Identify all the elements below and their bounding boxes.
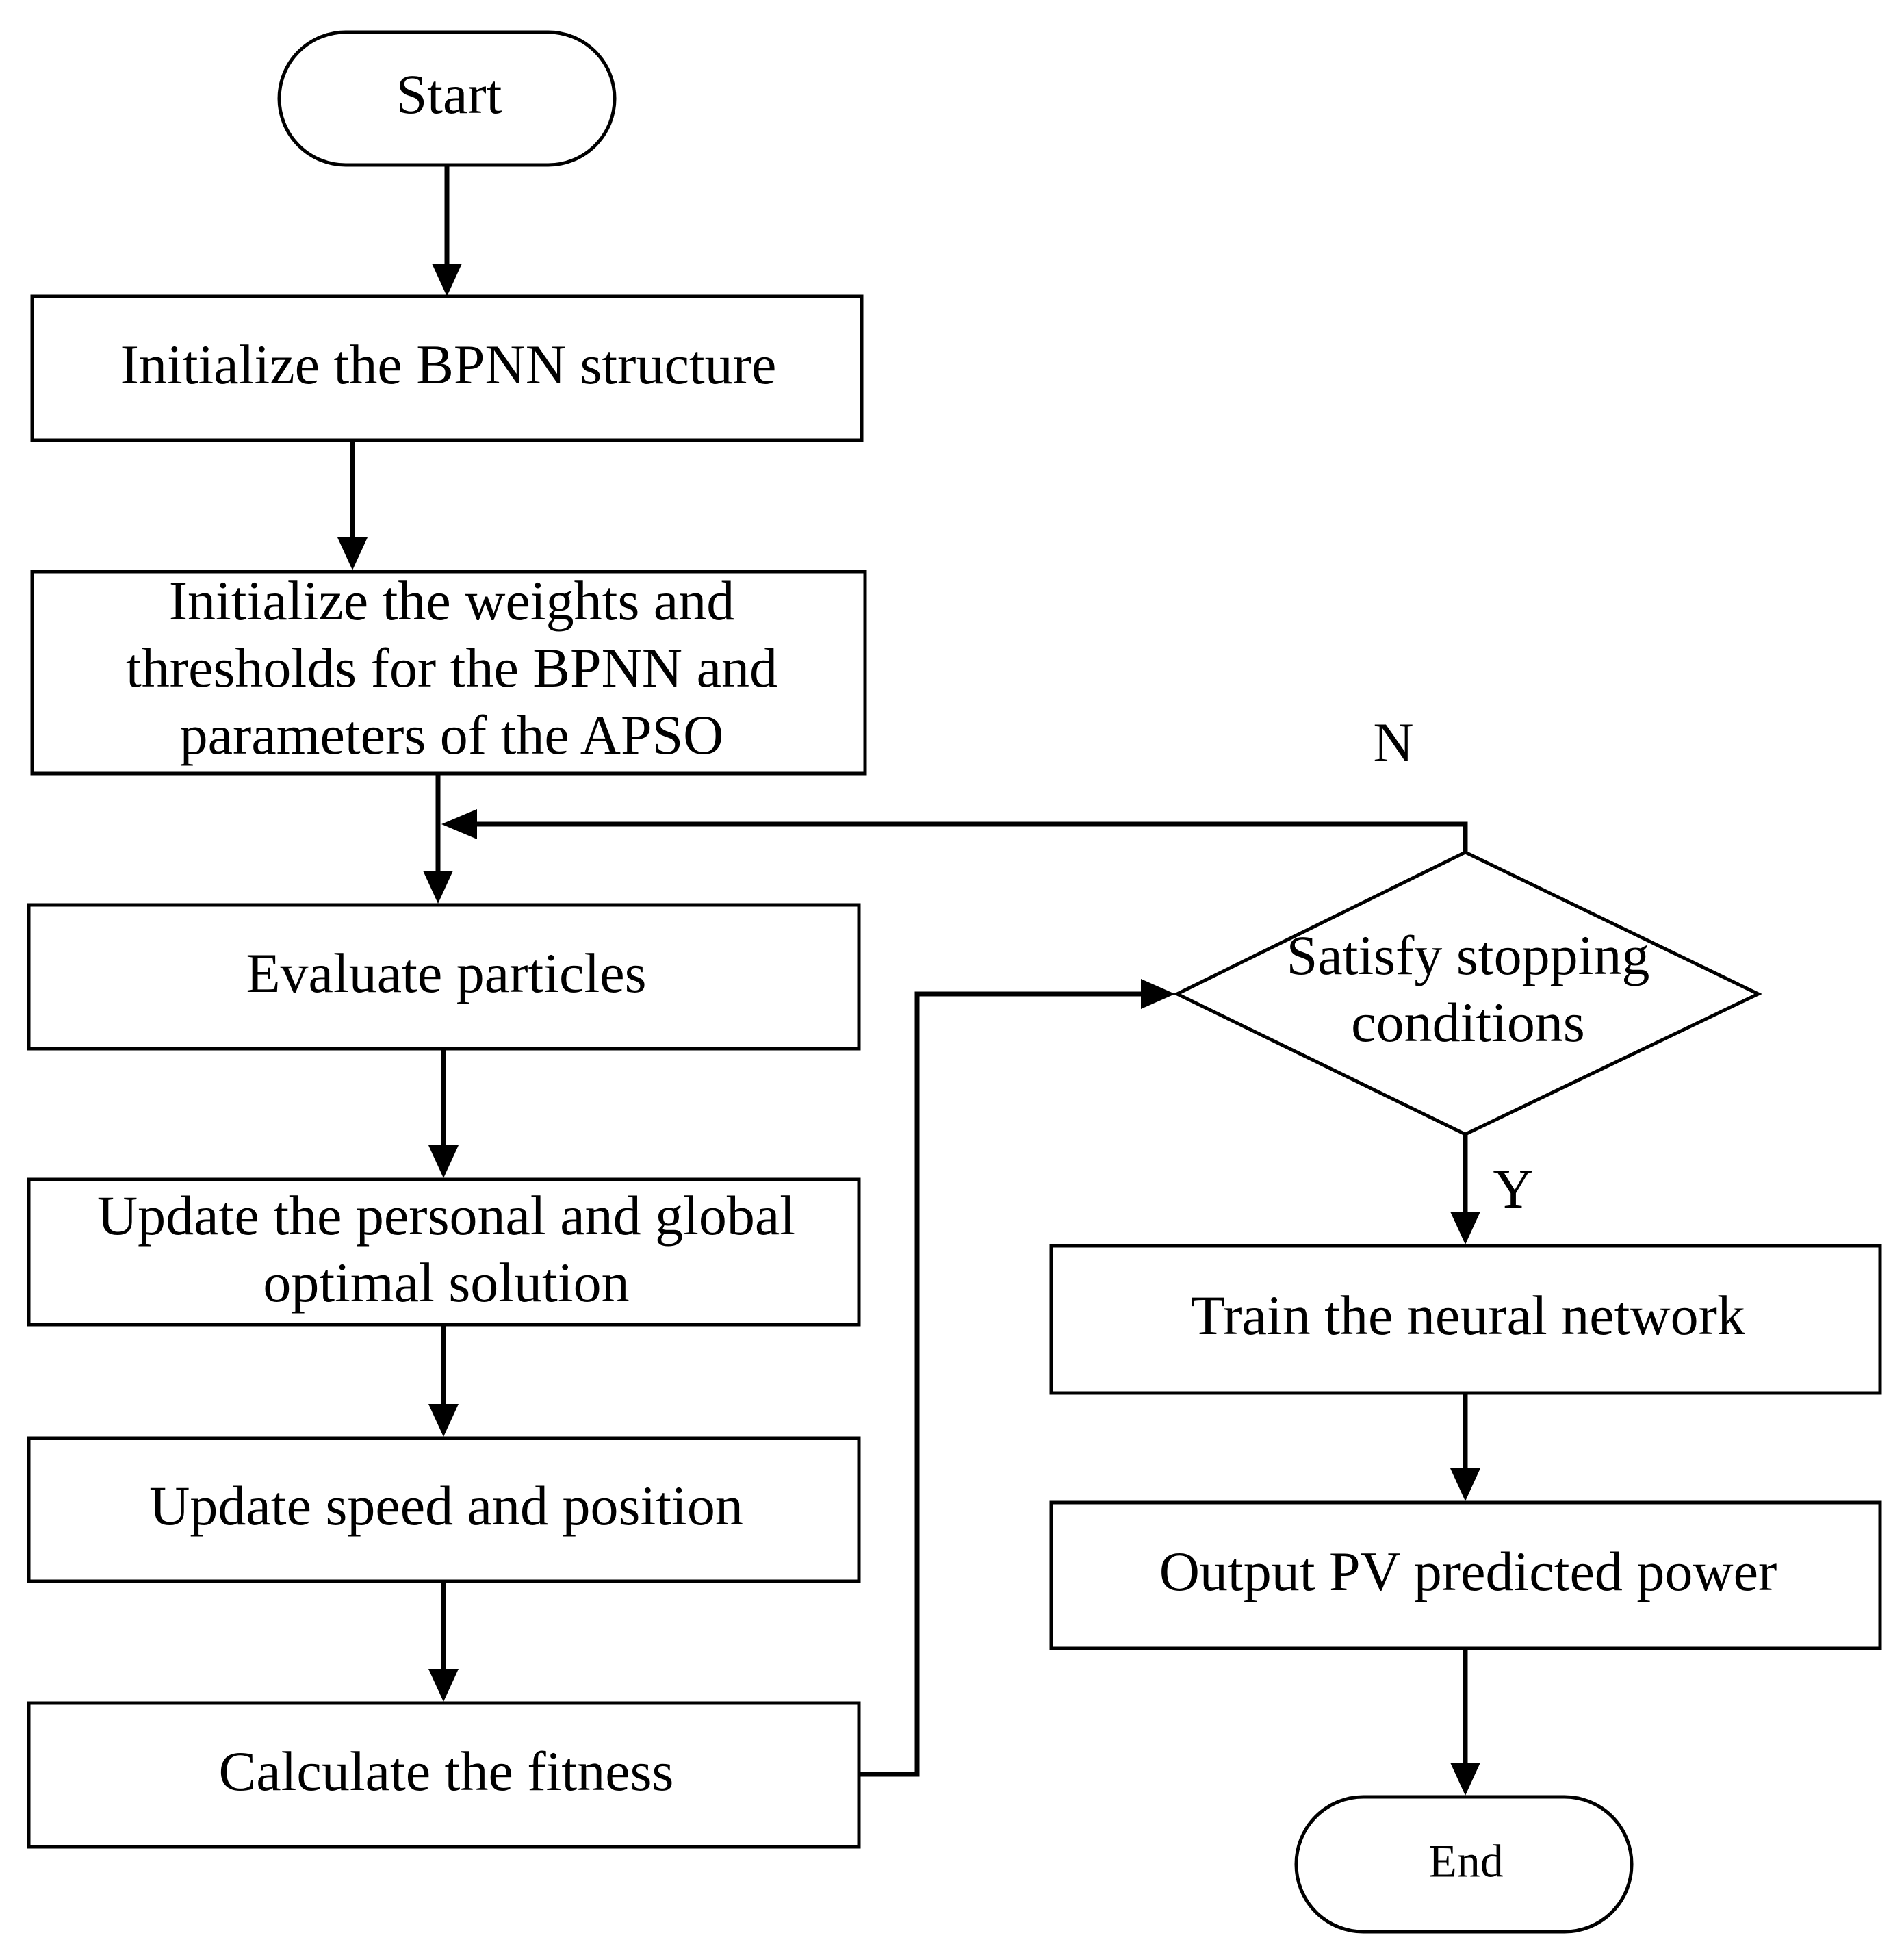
node-init-weights-line-1: Initialize the weights and (169, 570, 735, 632)
edge-decision-to-evaluate-no (441, 809, 1468, 852)
node-update-optimal: Update the personal and global optimal s… (27, 1177, 861, 1327)
node-start: Start (277, 30, 617, 167)
node-init-weights-line-3: parameters of the APSO (180, 704, 724, 766)
edge-update-optimal-to-update-speed (428, 1325, 459, 1437)
node-end-label: End (1428, 1835, 1504, 1887)
node-update-speed: Update speed and position (27, 1436, 861, 1583)
node-fitness: Calculate the fitness (27, 1701, 861, 1849)
node-fitness-label: Calculate the fitness (219, 1740, 674, 1802)
edge-output-to-end (1450, 1648, 1480, 1796)
edge-update-speed-to-fitness (428, 1581, 459, 1702)
edge-decision-to-train-yes (1450, 1134, 1480, 1244)
node-update-optimal-line-1: Update the personal and global (97, 1184, 795, 1247)
node-init-structure-label: Initialize the BPNN structure (120, 333, 777, 396)
node-output-label: Output PV predicted power (1159, 1540, 1777, 1602)
node-end: End (1294, 1795, 1634, 1934)
node-decision-line-1: Satisfy stopping (1287, 924, 1650, 986)
node-decision: Satisfy stopping conditions (1173, 850, 1762, 1136)
node-train: Train the neural network (1049, 1244, 1882, 1395)
node-init-structure: Initialize the BPNN structure (30, 294, 864, 442)
node-update-optimal-line-2: optimal solution (263, 1251, 629, 1314)
node-train-label: Train the neural network (1191, 1284, 1745, 1346)
edge-label-yes: Y (1493, 1158, 1533, 1220)
edge-train-to-output (1450, 1393, 1480, 1501)
edge-fitness-to-decision (859, 979, 1175, 1777)
edge-start-to-init-structure (432, 166, 462, 296)
node-init-weights: Initialize the weights and thresholds fo… (30, 570, 867, 776)
node-update-speed-label: Update speed and position (149, 1474, 743, 1537)
edge-evaluate-to-update-optimal (428, 1049, 459, 1178)
node-evaluate: Evaluate particles (27, 903, 861, 1051)
node-start-label: Start (396, 63, 502, 125)
edge-init-weights-to-evaluate (423, 774, 453, 904)
node-init-weights-line-2: thresholds for the BPNN and (126, 637, 777, 699)
node-decision-line-2: conditions (1351, 991, 1585, 1053)
node-evaluate-label: Evaluate particles (246, 942, 646, 1004)
edge-init-structure-to-init-weights (337, 440, 368, 570)
edge-label-no: N (1373, 711, 1413, 774)
node-output: Output PV predicted power (1049, 1500, 1882, 1650)
